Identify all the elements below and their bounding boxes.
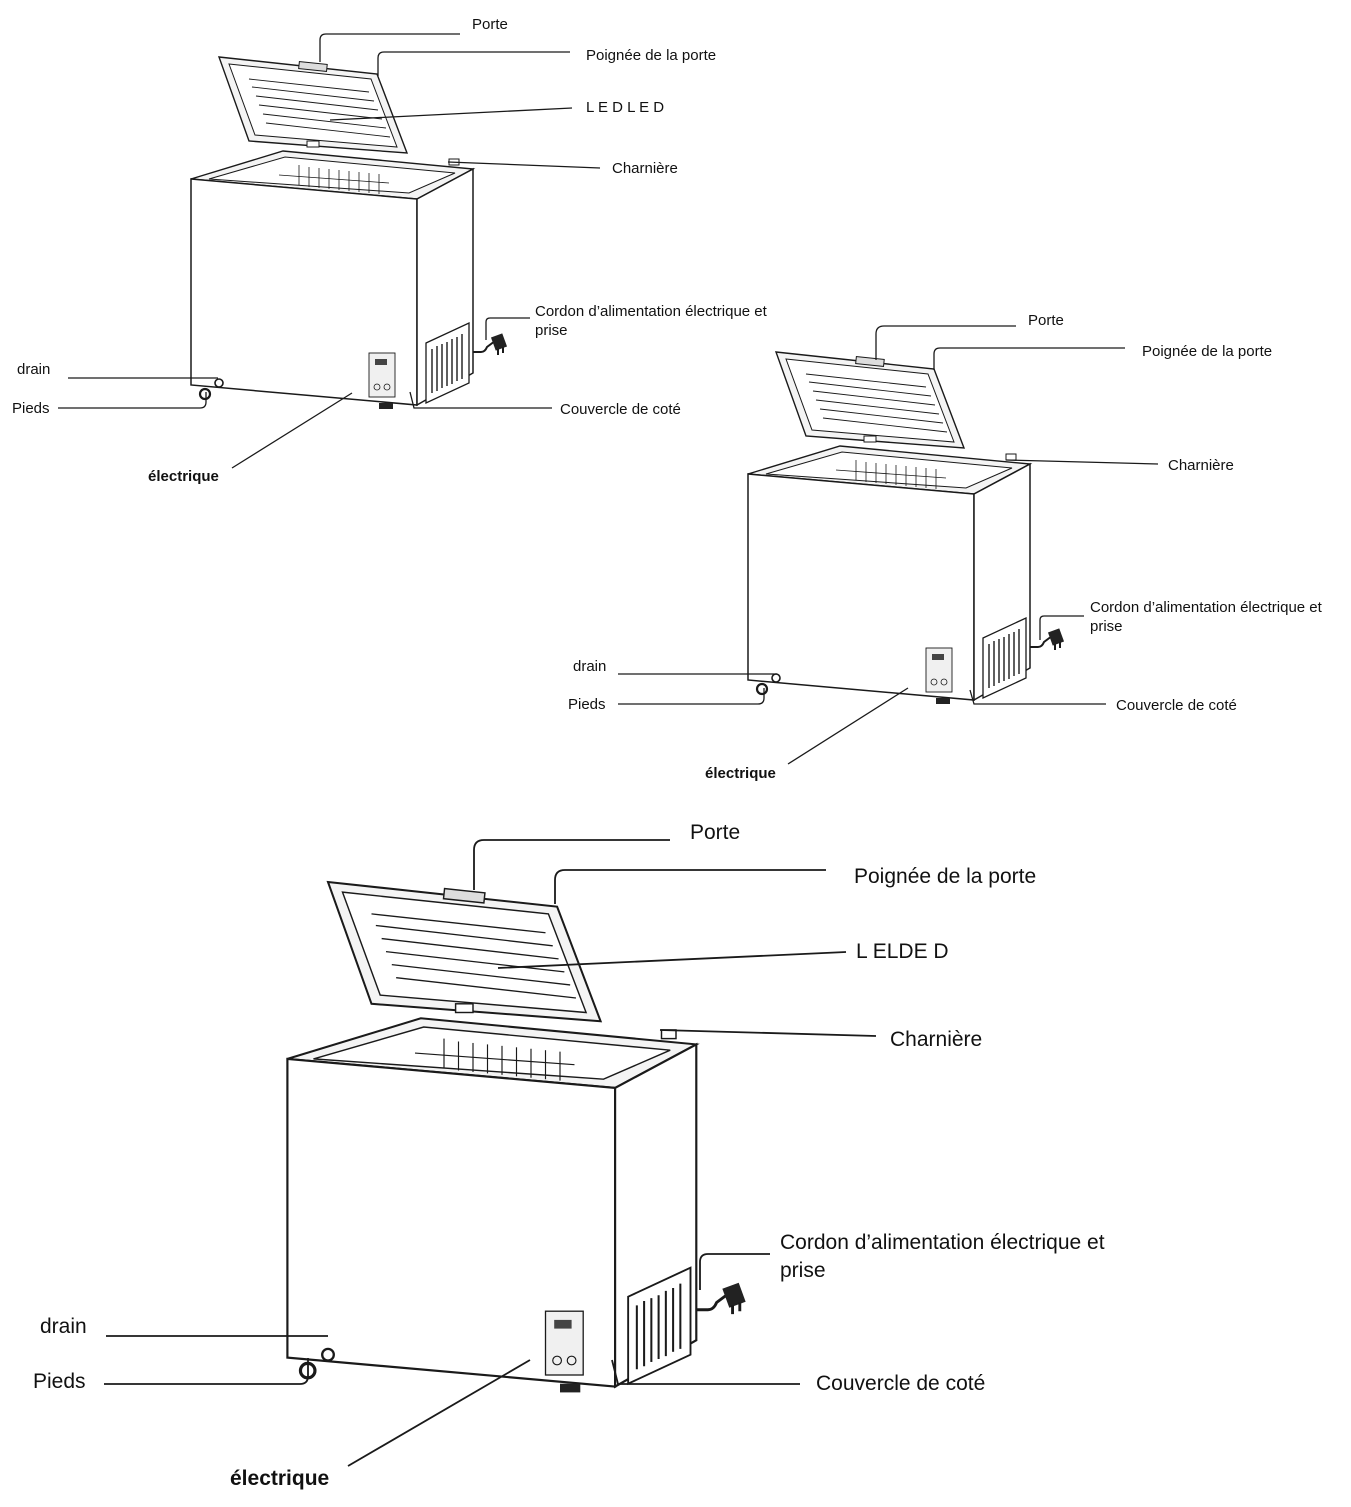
label-door-1: Porte [472,16,508,33]
freezer-diagram-2: Porte Poignée de la porte Charnière Cord… [568,312,1323,782]
leader-lines-1 [58,33,601,469]
leader-lines-2 [618,325,1159,765]
label-drain-1: drain [17,361,50,378]
label-door-2: Porte [1028,312,1064,329]
label-electric-3: électrique [230,1467,329,1490]
label-power-cord-line2-3: prise [780,1259,826,1282]
label-hinge-1: Charnière [612,160,678,177]
label-power-cord-line1-2: Cordon d’alimentation électrique et [1090,599,1323,616]
label-drain-2: drain [573,658,606,675]
freezer-diagram-1: Porte Poignée de la porte L E D L E D Ch… [12,16,768,485]
freezer-diagram-3: Porte Poignée de la porte L ELDE D Charn… [33,821,1105,1490]
label-power-cord-line1-3: Cordon d’alimentation électrique et [780,1231,1105,1254]
label-hinge-3: Charnière [890,1028,982,1051]
label-door-handle-3: Poignée de la porte [854,865,1036,888]
freezer-drawing-2 [746,350,1066,706]
label-led-1: L E D L E D [586,99,664,116]
label-side-cover-2: Couvercle de coté [1116,697,1237,714]
leader-lines-3 [104,839,877,1467]
label-led-3: L ELDE D [856,940,949,963]
label-side-cover-1: Couvercle de coté [560,401,681,418]
label-power-cord-line2-1: prise [535,322,568,339]
label-door-handle-1: Poignée de la porte [586,47,716,64]
label-drain-3: drain [40,1315,87,1338]
label-feet-2: Pieds [568,696,606,713]
label-feet-1: Pieds [12,400,50,417]
freezer-drawing-1 [189,55,509,411]
label-feet-3: Pieds [33,1370,86,1393]
label-power-cord-line2-2: prise [1090,618,1123,635]
label-hinge-2: Charnière [1168,457,1234,474]
label-door-handle-2: Poignée de la porte [1142,343,1272,360]
label-door-3: Porte [690,821,740,844]
freezer-drawing-3 [285,880,748,1394]
label-electric-1: électrique [148,468,219,485]
label-electric-2: électrique [705,765,776,782]
label-side-cover-3: Couvercle de coté [816,1372,985,1395]
label-power-cord-line1-1: Cordon d’alimentation électrique et [535,303,768,320]
